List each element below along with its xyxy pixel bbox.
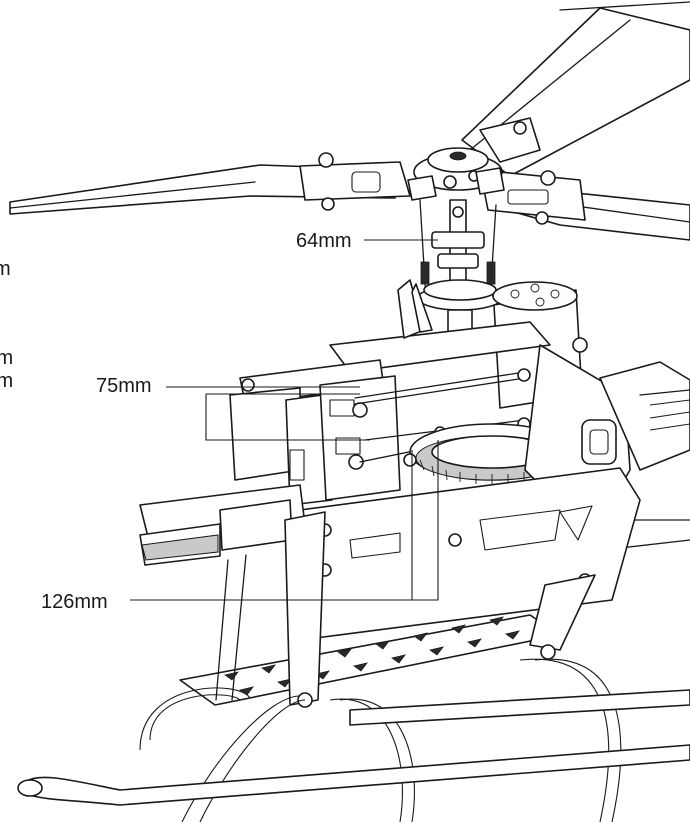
- frame-struts: [215, 511, 596, 708]
- blade-grip-right: [479, 117, 586, 225]
- dimension-leaders: [130, 239, 439, 601]
- battery-tray: [139, 484, 306, 566]
- servo-block: [229, 375, 401, 506]
- cropped-label-fragment-2: im: [0, 347, 14, 369]
- rotor-head: [407, 147, 505, 201]
- leader-75: [166, 386, 370, 441]
- dimension-label-126mm: 126mm: [41, 591, 108, 613]
- dimension-label-75mm: 75mm: [96, 375, 152, 397]
- landing-gear: [17, 658, 690, 822]
- cropped-label-fragment-3: im: [0, 370, 14, 392]
- blade-grip-left: [299, 152, 411, 211]
- leader-126: [130, 440, 439, 601]
- cropped-label-fragment-1: m: [0, 258, 11, 280]
- dimension-label-64mm: 64mm: [296, 230, 352, 252]
